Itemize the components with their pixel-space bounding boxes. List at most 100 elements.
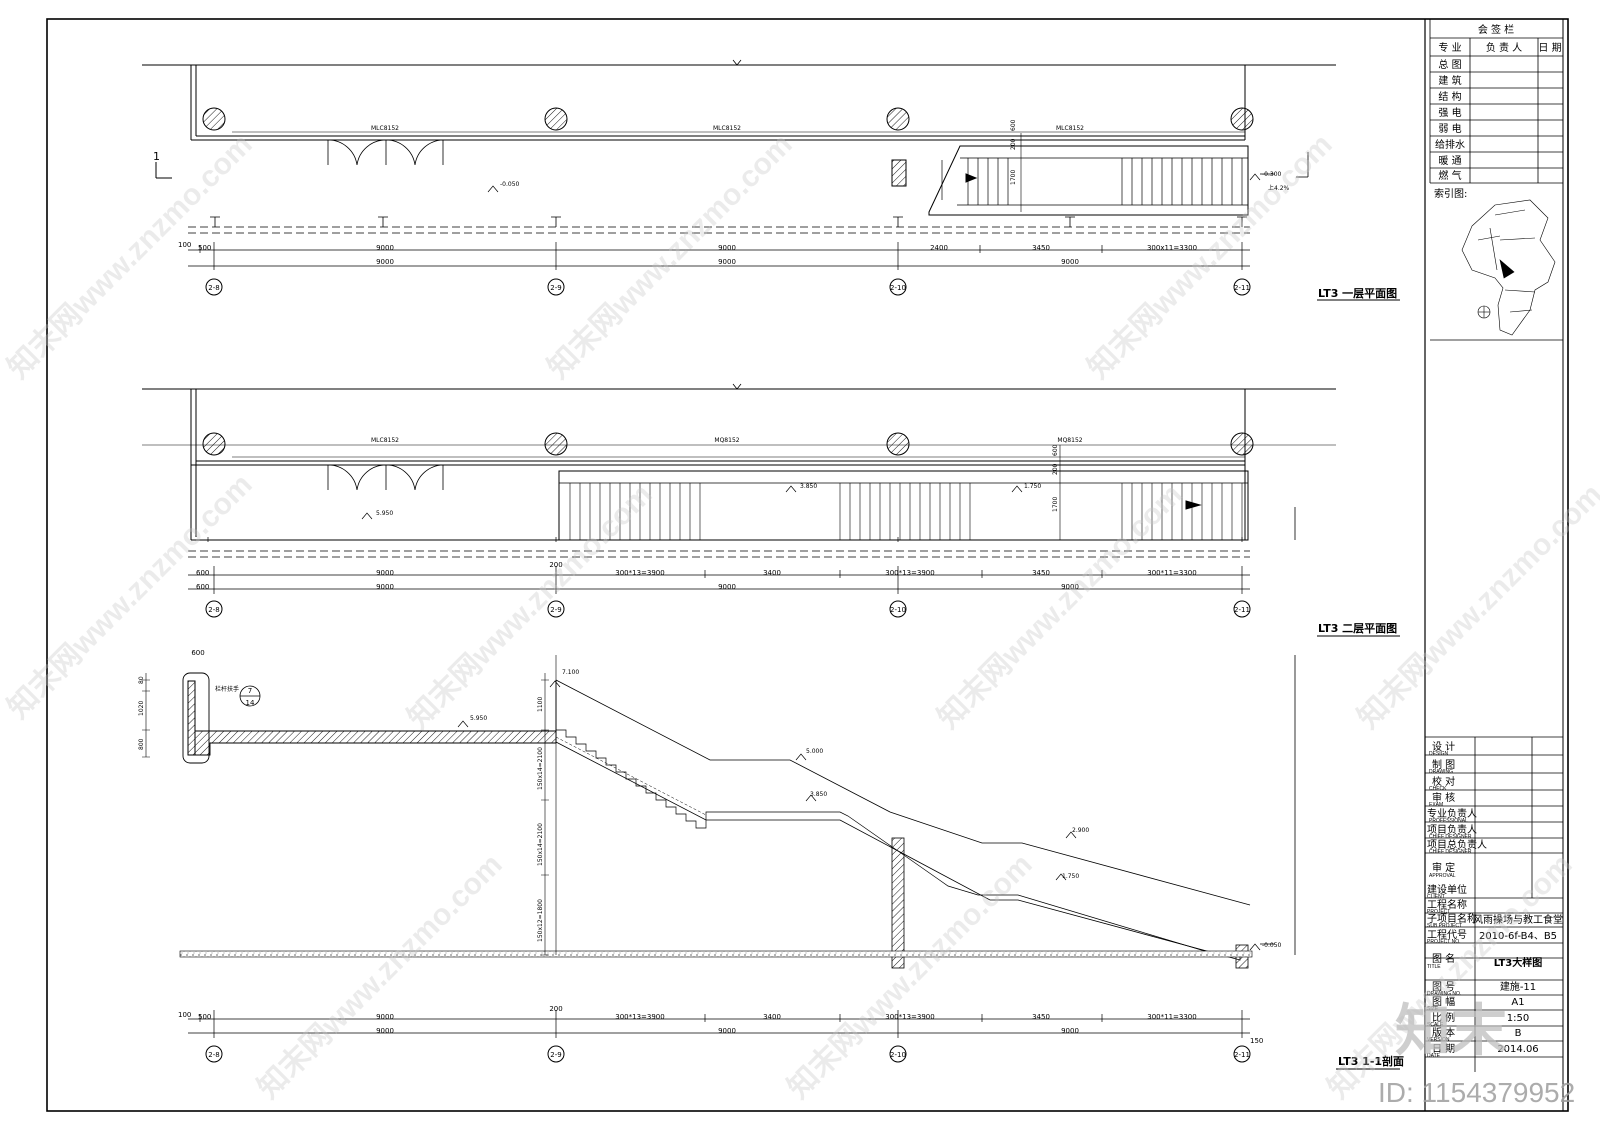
row-label: 日 期	[1432, 1043, 1455, 1055]
info-table	[1425, 736, 1563, 1072]
row-label-en: DATE	[1427, 1053, 1441, 1059]
axis-label: 2-11	[1234, 284, 1250, 292]
countersign-header: 会 签 栏	[1478, 23, 1514, 36]
drawing-title: LT3 一层平面图	[1318, 287, 1397, 300]
col-header: 专 业	[1438, 41, 1461, 54]
dimension: 500	[198, 1013, 211, 1021]
axis-label: 2-10	[890, 1051, 906, 1059]
row-label: 图 幅	[1432, 995, 1455, 1008]
role-label-en: DRAWING	[1429, 769, 1453, 775]
dimension: 300*13=3900	[615, 569, 664, 577]
dimension: 300*13=3900	[885, 1013, 934, 1021]
scale-value: 1:50	[1507, 1013, 1529, 1024]
role-label: 校 对	[1432, 775, 1455, 788]
dimension: 150	[1250, 1037, 1263, 1045]
dimension: 3450	[1032, 244, 1050, 252]
role-label-en: CHIEF DESIGNER	[1429, 849, 1472, 855]
role-label-en: DESIGN	[1429, 751, 1449, 757]
row-label: 比 例	[1432, 1011, 1455, 1024]
col-header: 日 期	[1538, 42, 1561, 54]
discipline: 建 筑	[1438, 74, 1461, 87]
info-table-labels: 设 计 DESIGN 制 图 DRAWING 校 对 CHECK 审 核 EXA…	[1427, 740, 1563, 1059]
dimension: 600	[1052, 444, 1059, 456]
level-mark: 7.100	[562, 669, 579, 676]
row-label-en: TITLE	[1427, 964, 1441, 970]
dimension: 3450	[1032, 1013, 1050, 1021]
axis-label: 2-11	[1234, 1051, 1250, 1059]
wall-tag: MLC8152	[371, 437, 399, 444]
axis-label: 2-8	[208, 1051, 219, 1059]
dimension: 200	[549, 561, 562, 569]
role-label: 审 核	[1432, 791, 1455, 804]
discipline: 暖 通	[1438, 154, 1461, 167]
row-label: 图 名	[1432, 952, 1455, 965]
drawing-title: LT3 二层平面图	[1318, 622, 1397, 635]
row-label: 版 本	[1432, 1026, 1455, 1039]
row-label-en: SUB PROJECT	[1427, 923, 1462, 929]
dimension: 80	[138, 676, 145, 684]
discipline: 结 构	[1438, 90, 1461, 103]
role-label: 项目总负责人	[1427, 838, 1487, 851]
role-label: 设 计	[1432, 740, 1455, 753]
plan-2	[142, 383, 1400, 637]
approval-label-en: APPROVAL	[1429, 873, 1456, 879]
row-label-en: DRAWING NO.	[1427, 991, 1461, 997]
wall-tag: MLC8152	[1056, 125, 1084, 132]
dimension: 150x12=1800	[537, 899, 544, 942]
dimension: 150x14=2100	[537, 747, 544, 790]
level-mark: 5.000	[806, 748, 823, 755]
watermark-text: 知末网www.znzmo.com	[252, 848, 509, 1105]
axis-label: 2-8	[208, 606, 219, 614]
dimension: 9000	[376, 244, 394, 252]
row-label: 工程代号	[1427, 929, 1467, 941]
dimension: 3400	[763, 1013, 781, 1021]
axis-bubbles-section: 2-8 2-9 2-10 2-11	[205, 1045, 1251, 1063]
section-1-1	[142, 655, 1400, 1070]
role-label: 项目负责人	[1427, 823, 1477, 836]
dimension: 9000	[718, 258, 736, 266]
row-label-en: CLIENT	[1427, 894, 1445, 900]
dimension: 9000	[718, 1027, 736, 1035]
row-label-en: SIZE	[1427, 1006, 1439, 1012]
detail-label: 栏杆扶手	[215, 685, 239, 693]
discipline: 燃 气	[1438, 169, 1461, 182]
axis-label: 2-8	[208, 284, 219, 292]
level-mark: 1.750	[1062, 873, 1079, 880]
countersign-labels: 会 签 栏 专 业 负 责 人 日 期 总 图 建 筑 结 构 强 电 弱 电 …	[1434, 23, 1562, 200]
axis-bubbles-plan-1: 2-8 2-9 2-10 2-11	[205, 278, 1251, 296]
level-mark: 2.900	[1072, 827, 1089, 834]
countersign-table	[1429, 19, 1563, 341]
dimension: 9000	[376, 1013, 394, 1021]
discipline: 给排水	[1435, 138, 1465, 151]
level-mark: -0.050	[500, 181, 520, 188]
dimension: 150x14=2100	[537, 823, 544, 866]
dimension: 9000	[718, 244, 736, 252]
watermark-text: 知末网www.znzmo.com	[782, 848, 1039, 1105]
dimension: 300*13=3900	[615, 1013, 664, 1021]
level-mark: -0.050	[1262, 942, 1282, 949]
drawing-title-value: LT3大样图	[1494, 956, 1543, 969]
wall-tag: MQ8152	[1057, 437, 1082, 444]
wall-tag: MQ8152	[714, 437, 739, 444]
watermark-text: 知末网www.znzmo.com	[542, 128, 799, 385]
watermark-id: ID: 1154379952	[1378, 1077, 1575, 1108]
role-label-en: CHECK	[1429, 786, 1447, 792]
watermark-logo: 知末	[1395, 999, 1507, 1064]
role-label-en: PROFESSIONAL	[1429, 818, 1468, 824]
dimension: 1100	[537, 697, 544, 712]
plan-1-labels: MLC8152 MLC8152 MLC8152 -0.050 -0.300 17…	[153, 119, 1397, 300]
row-label-en: SCALE	[1427, 1022, 1444, 1028]
dimension: 200	[1052, 463, 1059, 475]
dimension: 9000	[376, 1027, 394, 1035]
key-plan	[1461, 199, 1556, 336]
dimension: 500	[198, 244, 211, 252]
index-label: 索引图:	[1434, 187, 1467, 200]
dimension: 300*11=3300	[1147, 569, 1196, 577]
plan-2-labels: MLC8152 MQ8152 MQ8152 5.950 3.850 1.750 …	[196, 437, 1397, 635]
role-label: 制 图	[1432, 758, 1455, 771]
row-label: 建设单位	[1427, 883, 1467, 896]
wall-tag: MLC8152	[713, 125, 741, 132]
dimension: 300x11=3300	[1147, 244, 1197, 252]
dimension: 9000	[376, 583, 394, 591]
drawing-title: LT3 1-1剖面	[1338, 1054, 1404, 1068]
